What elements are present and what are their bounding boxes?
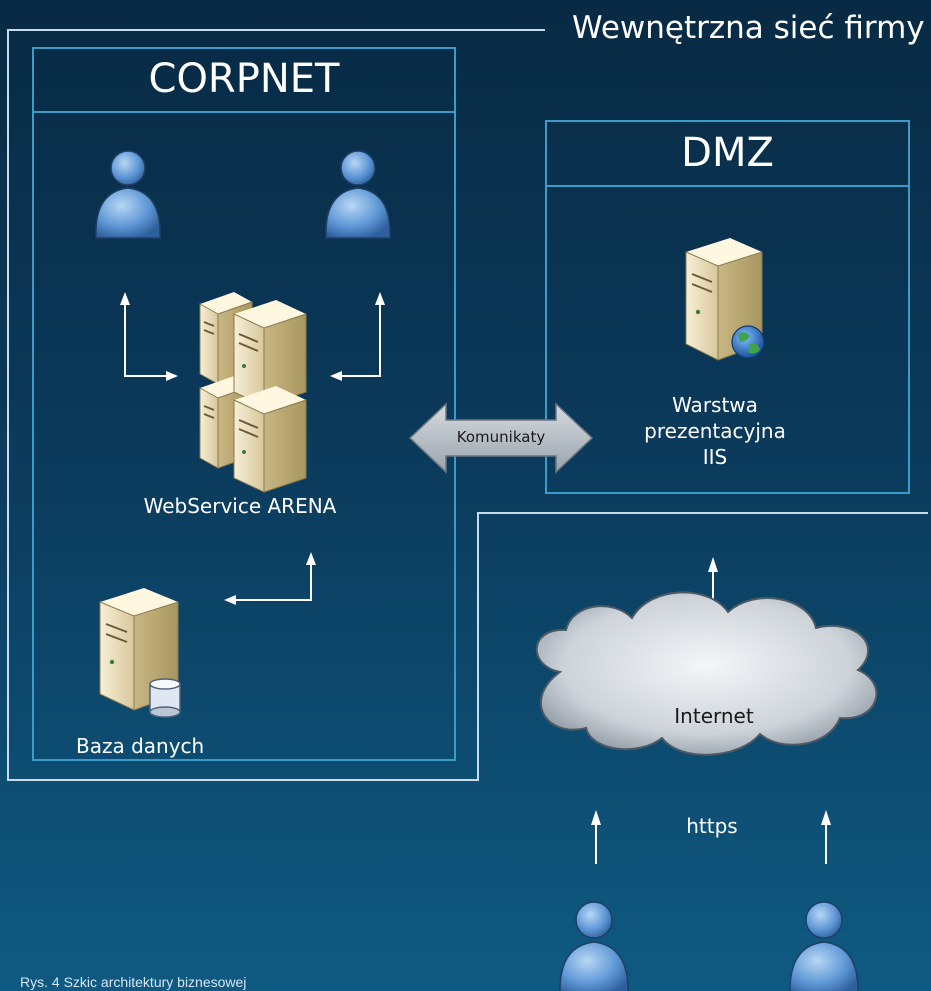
- connector-arrows: [124, 305, 381, 601]
- dmz-server-label: Warstwa prezentacyjna IIS: [600, 392, 830, 470]
- user-icon: [789, 901, 859, 991]
- bidirectional-arrow: [408, 402, 594, 474]
- corpnet-title: CORPNET: [148, 56, 340, 102]
- dmz-label-line: prezentacyjna: [644, 419, 786, 443]
- globe-icon: [731, 325, 765, 359]
- user-icon: [559, 901, 629, 991]
- database-server-icon: [99, 588, 181, 718]
- figure-caption: Rys. 4 Szkic architektury biznesowej: [20, 974, 247, 990]
- up-arrowhead: [708, 557, 718, 572]
- dmz-zone: [545, 120, 910, 494]
- arrowheads: [120, 292, 385, 605]
- up-arrowhead: [591, 810, 601, 825]
- internal-network-label: Wewnętrzna sieć firmy: [572, 10, 925, 46]
- cloud-icon: [535, 591, 878, 756]
- up-arrowhead: [821, 810, 831, 825]
- database-label: Baza danych: [76, 734, 205, 758]
- server-cluster-icon: [199, 292, 307, 493]
- dmz-label-line: Warstwa: [672, 393, 758, 417]
- webservice-label: WebService ARENA: [143, 494, 337, 518]
- user-icon: [95, 150, 161, 239]
- komunikaty-label: Komunikaty: [456, 428, 546, 446]
- dmz-title: DMZ: [681, 130, 774, 176]
- internal-network-boundary: [7, 29, 928, 781]
- web-server-icon: [685, 238, 765, 361]
- dmz-label-line: IIS: [702, 445, 728, 469]
- user-icon: [325, 150, 391, 239]
- database-cylinder-icon: [149, 678, 181, 718]
- internet-label: Internet: [674, 704, 754, 728]
- corpnet-zone: [32, 47, 456, 761]
- https-label: https: [686, 814, 738, 838]
